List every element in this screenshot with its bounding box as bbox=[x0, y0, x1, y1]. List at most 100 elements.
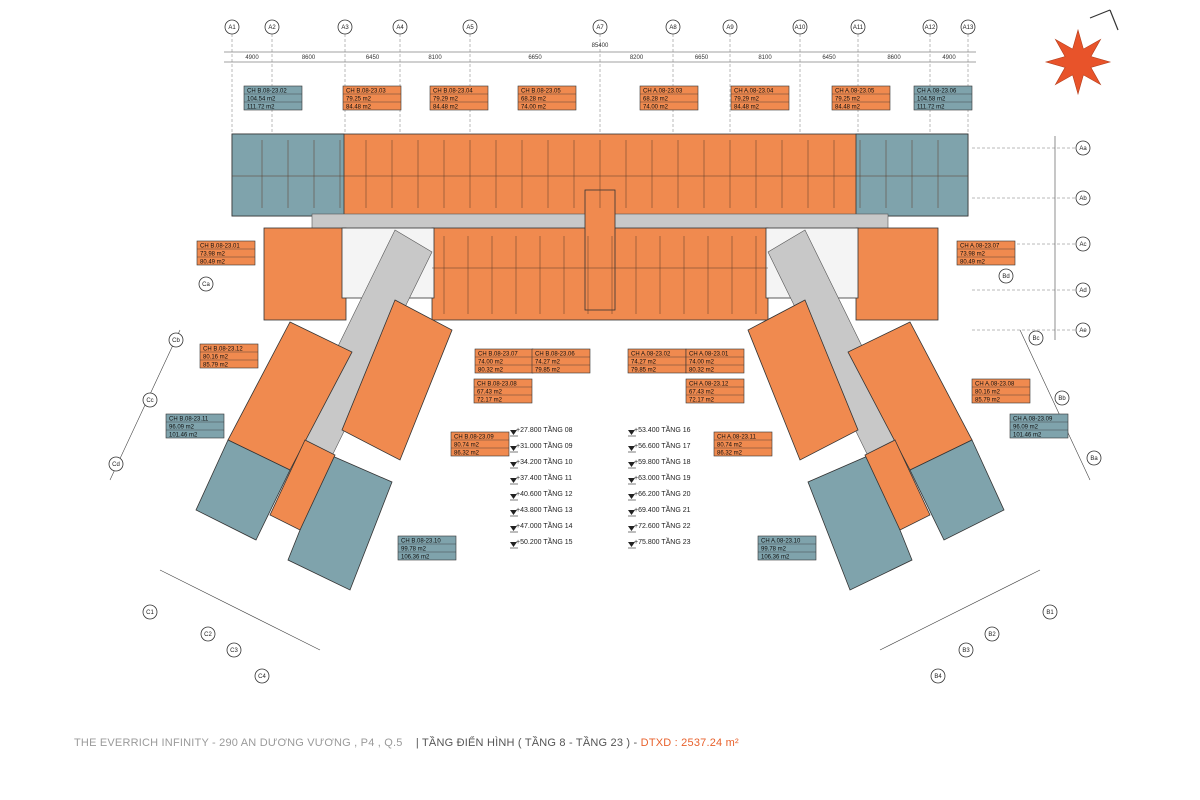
grid-label: Bc bbox=[1032, 336, 1039, 342]
apartment-area-net: 104.54 m2 bbox=[247, 97, 276, 103]
grid-bubble bbox=[1075, 236, 1091, 252]
level-triangle-icon bbox=[628, 542, 635, 547]
label-box bbox=[531, 348, 591, 374]
grid-bubble bbox=[1075, 190, 1091, 206]
grid-bubble bbox=[665, 19, 681, 35]
label-box bbox=[713, 431, 773, 457]
apartment-code: CH A.08-23.04 bbox=[734, 89, 774, 95]
apartment-code: CH A.08-23.07 bbox=[960, 244, 1000, 250]
apartment-code: CH A.08-23.02 bbox=[631, 352, 671, 358]
grid-bubble bbox=[142, 392, 158, 408]
apartment-area-gross: 80.32 m2 bbox=[689, 368, 715, 374]
label-box bbox=[342, 85, 402, 111]
grid-label: A4 bbox=[396, 25, 404, 31]
apartment-area-gross: 86.32 m2 bbox=[717, 451, 743, 457]
apartment-area-net: 104.58 m2 bbox=[917, 97, 946, 103]
grid-label: Cd bbox=[112, 462, 120, 468]
level-triangle-icon bbox=[510, 494, 517, 499]
label-box bbox=[685, 348, 745, 374]
apartment-label: CH A.08-23.02 74.27 m2 79.85 m2 bbox=[627, 348, 687, 374]
compass-star-shape bbox=[1044, 28, 1112, 96]
grid-bubble bbox=[142, 604, 158, 620]
apartment-area-net: 80.74 m2 bbox=[717, 443, 743, 449]
grid-bubble bbox=[592, 19, 608, 35]
apartment-area-net: 99.78 m2 bbox=[761, 547, 787, 553]
level-label: +27.800 TẦNG 08 bbox=[516, 424, 573, 434]
apartment-area-gross: 111.72 m2 bbox=[917, 105, 945, 111]
grid-bubble bbox=[1075, 140, 1091, 156]
apartment-area-gross: 106.36 m2 bbox=[761, 555, 790, 561]
level-triangle-icon bbox=[510, 526, 517, 531]
grid-label: Ba bbox=[1090, 456, 1098, 462]
label-box bbox=[971, 378, 1031, 404]
construction-area: DTXD : 2537.24 m² bbox=[640, 737, 739, 749]
apartment-code: CH B.08-23.02 bbox=[247, 89, 287, 95]
apartment-area-net: 74.27 m2 bbox=[631, 360, 657, 366]
label-box bbox=[196, 240, 256, 266]
level-label: +37.400 TẦNG 11 bbox=[516, 472, 572, 482]
grid-bubble bbox=[930, 668, 946, 684]
grid-bubble bbox=[998, 268, 1014, 284]
apartment-area-gross: 80.49 m2 bbox=[200, 260, 226, 266]
grid-label: A11 bbox=[853, 25, 864, 31]
level-triangle-icon bbox=[510, 510, 517, 515]
level-label: +59.800 TẦNG 18 bbox=[634, 456, 691, 466]
apartment-area-gross: 85.79 m2 bbox=[203, 363, 229, 369]
apartment-area-net: 74.00 m2 bbox=[689, 360, 715, 366]
label-box bbox=[450, 431, 510, 457]
apartment-area-gross: 72.17 m2 bbox=[689, 398, 715, 404]
label-box bbox=[730, 85, 790, 111]
label-box bbox=[243, 85, 303, 111]
dimension-label: 6650 bbox=[528, 55, 542, 61]
level-label: +53.400 TẦNG 16 bbox=[634, 424, 691, 434]
grid-label: Bd bbox=[1002, 274, 1009, 280]
apartment-area-net: 99.78 m2 bbox=[401, 547, 427, 553]
apartment-code: CH B.08-23.03 bbox=[346, 89, 386, 95]
apartment-label: CH A.08-23.07 73.98 m2 80.49 m2 bbox=[956, 240, 1016, 266]
grid-bubble bbox=[1054, 390, 1070, 406]
unit-b08-b09 bbox=[341, 299, 453, 461]
level-marker: +66.200 TẦNG 20 bbox=[628, 488, 691, 501]
apartment-area-net: 68.28 m2 bbox=[521, 97, 547, 103]
apartment-code: CH B.08-23.12 bbox=[203, 347, 243, 353]
grid-label: Ae bbox=[1079, 328, 1087, 334]
floor-range: | TẦNG ĐIỂN HÌNH ( TẦNG 8 - TẦNG 23 ) - bbox=[415, 737, 641, 749]
level-triangle-icon bbox=[510, 430, 517, 435]
level-triangle-icon bbox=[628, 510, 635, 515]
apartment-area-gross: 101.46 m2 bbox=[1013, 433, 1042, 439]
apartment-area-net: 80.16 m2 bbox=[203, 355, 229, 361]
apartment-area-net: 73.98 m2 bbox=[960, 252, 986, 258]
compass-star-icon bbox=[1044, 9, 1119, 96]
apartment-area-net: 67.43 m2 bbox=[477, 390, 503, 396]
level-marker: +75.800 TẦNG 23 bbox=[628, 536, 691, 549]
level-marker: +72.600 TẦNG 22 bbox=[628, 520, 691, 533]
apartment-area-gross: 79.85 m2 bbox=[631, 368, 657, 374]
level-marker: +43.800 TẦNG 13 bbox=[510, 504, 573, 517]
label-box bbox=[639, 85, 699, 111]
level-marker: +53.400 TẦNG 16 bbox=[628, 424, 691, 437]
apartment-area-gross: 84.48 m2 bbox=[835, 105, 861, 111]
grid-label: C4 bbox=[258, 674, 266, 680]
level-marker: +34.200 TẦNG 10 bbox=[510, 456, 573, 469]
apartment-label: CH A.08-23.06 104.58 m2 111.72 m2 bbox=[913, 85, 973, 111]
level-marker: +69.400 TẦNG 21 bbox=[628, 504, 691, 517]
compass-needle bbox=[1109, 9, 1119, 31]
grid-label: A10 bbox=[795, 25, 806, 31]
dimension-label: 8100 bbox=[428, 55, 442, 61]
level-label: +43.800 TẦNG 13 bbox=[516, 504, 573, 514]
apartment-code: CH A.08-23.06 bbox=[917, 89, 957, 95]
apartment-code: CH B.08-23.04 bbox=[433, 89, 473, 95]
grid-label: B4 bbox=[934, 674, 942, 680]
apartment-area-gross: 80.49 m2 bbox=[960, 260, 986, 266]
label-box bbox=[685, 378, 745, 404]
grid-label: A8 bbox=[669, 25, 677, 31]
